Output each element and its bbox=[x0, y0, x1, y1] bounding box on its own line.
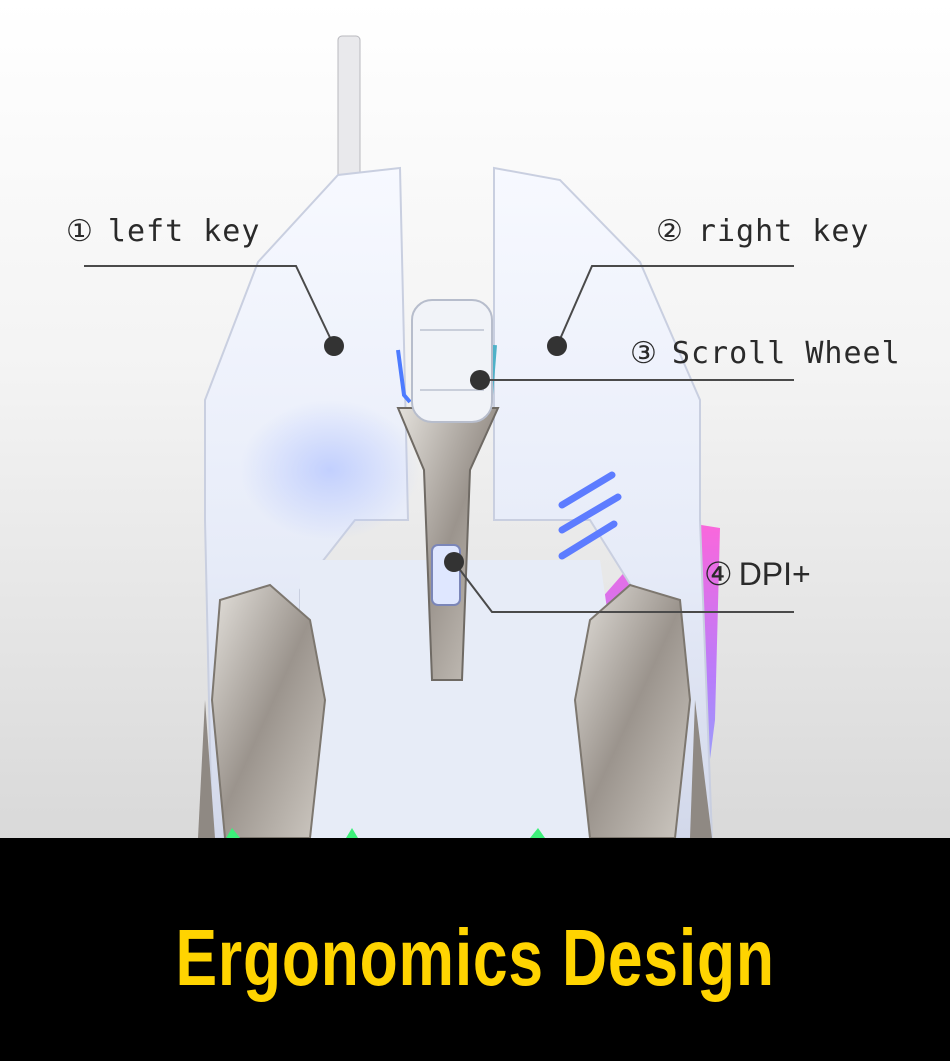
banner-title: Ergonomics Design bbox=[175, 912, 775, 1002]
dpi-marker bbox=[444, 552, 464, 572]
scroll-wheel-marker bbox=[470, 370, 490, 390]
right-key-marker bbox=[547, 336, 567, 356]
left-key-leader bbox=[84, 265, 335, 347]
callout-number: ② bbox=[656, 214, 684, 249]
callout-number: ① bbox=[66, 214, 94, 249]
callout-label: left key bbox=[107, 214, 261, 249]
callout-label: Scroll Wheel bbox=[671, 336, 901, 371]
leader-lines bbox=[84, 265, 794, 613]
callout-scroll-wheel: ③ Scroll Wheel bbox=[630, 336, 901, 371]
left-key-marker bbox=[324, 336, 344, 356]
callout-label: right key bbox=[697, 214, 870, 249]
dpi-leader bbox=[453, 561, 794, 613]
callout-label: DPI+ bbox=[738, 556, 811, 592]
gaming-mouse-illustration bbox=[84, 35, 794, 838]
callout-number: ④ bbox=[704, 556, 733, 592]
right-key-leader bbox=[556, 265, 794, 347]
callout-number: ③ bbox=[630, 336, 658, 371]
callout-left-key: ① left key bbox=[66, 214, 260, 249]
title-banner: Ergonomics Design bbox=[0, 838, 950, 1061]
callout-right-key: ② right key bbox=[656, 214, 869, 249]
